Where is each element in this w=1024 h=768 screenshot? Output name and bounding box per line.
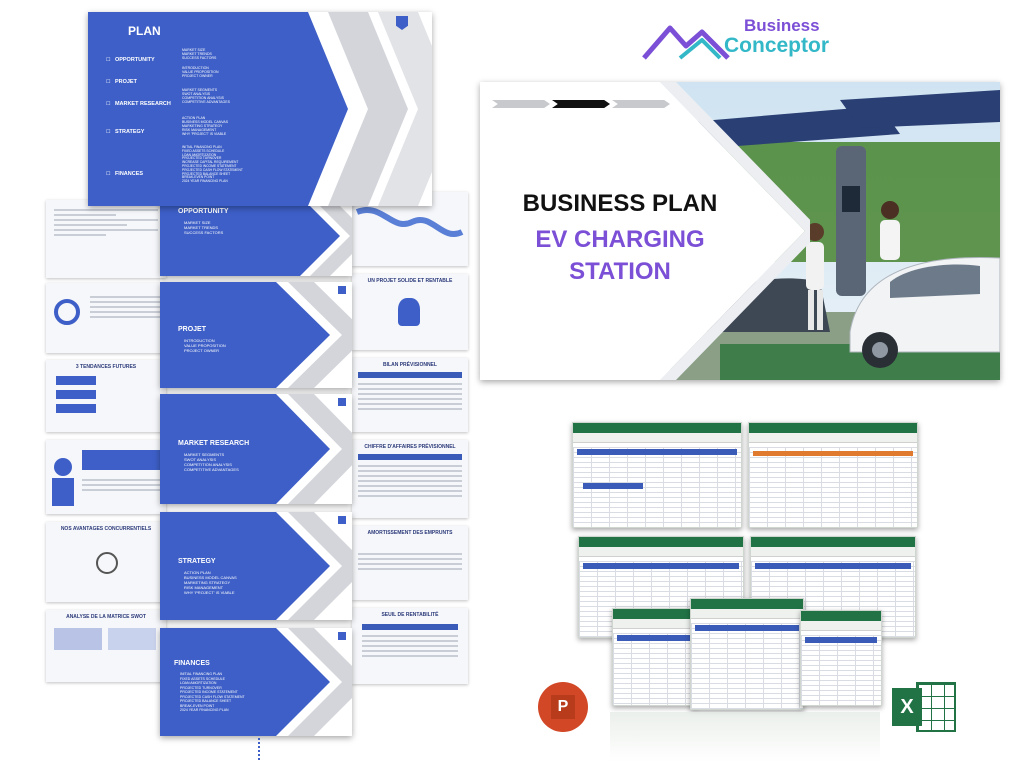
doc-thumb-seuil: SEUIL DE RENTABILITÉ — [352, 608, 468, 684]
mountain-logo-icon — [642, 25, 730, 60]
target-icon — [54, 299, 80, 325]
logo-badge-icon — [338, 398, 346, 406]
doc-title: ANALYSE DE LA MATRICE SWOT — [66, 614, 146, 620]
hero-title: BUSINESS PLAN — [522, 190, 718, 217]
slide-title: FINANCES — [174, 660, 210, 667]
logo-badge-icon — [338, 516, 346, 524]
doc-thumb-target — [46, 283, 166, 353]
brand-logo: Business Conceptor — [640, 14, 870, 64]
doc-title: AMORTISSEMENT DES EMPRUNTS — [367, 530, 453, 536]
doc-title: SEUIL DE RENTABILITÉ — [381, 612, 439, 618]
doc-title: 3 TENDANCES FUTURES — [75, 364, 137, 370]
plan-logo-icon — [396, 16, 408, 30]
doc-thumb-ca: CHIFFRE D'AFFAIRES PRÉVISIONNEL — [352, 440, 468, 518]
doc-thumb-projet-solide: UN PROJET SOLIDE ET RENTABLE — [352, 274, 468, 350]
hero-cover: BUSINESS PLAN EV CHARGING STATION — [480, 82, 1000, 380]
slide-title: MARKET RESEARCH — [178, 440, 250, 447]
doc-title: NOS AVANTAGES CONCURRENTIELS — [60, 526, 152, 532]
brand-line2: Conceptor — [724, 34, 829, 57]
powerpoint-icon: P — [538, 682, 588, 732]
decor-bar — [492, 100, 550, 108]
doc-thumb-advantages: NOS AVANTAGES CONCURRENTIELS — [46, 522, 166, 602]
decor-bar — [612, 100, 670, 108]
doc-title: BILAN PRÉVISIONNEL — [383, 362, 437, 368]
doc-thumb-intro — [46, 200, 166, 278]
road-map-graphic — [355, 207, 464, 237]
excel-sheet-7 — [800, 610, 882, 706]
plan-title: PLAN — [128, 24, 161, 38]
brand-line1: Business — [744, 16, 820, 35]
doc-thumb-amortissement: AMORTISSEMENT DES EMPRUNTS — [352, 526, 468, 600]
doc-thumb-presenter — [46, 440, 166, 514]
plant-icon — [398, 298, 420, 326]
slide-title: STRATEGY — [178, 558, 216, 565]
dotted-connector — [258, 738, 260, 762]
slide-title: PROJET — [178, 326, 207, 333]
hero-panel — [480, 82, 810, 380]
doc-thumb-trends: 3 TENDANCES FUTURES — [46, 360, 166, 432]
excel-sheet-2 — [748, 422, 918, 528]
presenter-icon — [54, 458, 72, 476]
excel-sheet-1 — [572, 422, 742, 528]
hero-subtitle-line1: EV CHARGING — [535, 226, 705, 253]
excel-sheet-5 — [612, 608, 698, 706]
excel-sheet-6 — [690, 598, 804, 710]
slide-title: OPPORTUNITY — [178, 208, 229, 215]
doc-title: CHIFFRE D'AFFAIRES PRÉVISIONNEL — [364, 444, 456, 450]
decor-bar-active — [552, 100, 610, 108]
logo-badge-icon — [338, 632, 346, 640]
chevron-graphic — [268, 12, 432, 206]
hero-subtitle-line2: STATION — [569, 258, 671, 285]
doc-thumb-bilan: BILAN PRÉVISIONNEL — [352, 358, 468, 432]
doc-thumb-swot: ANALYSE DE LA MATRICE SWOT — [46, 610, 166, 682]
excel-icon: X — [892, 682, 956, 732]
doc-title: UN PROJET SOLIDE ET RENTABLE — [367, 278, 453, 284]
logo-badge-icon — [338, 286, 346, 294]
sheet-reflection — [610, 712, 880, 762]
